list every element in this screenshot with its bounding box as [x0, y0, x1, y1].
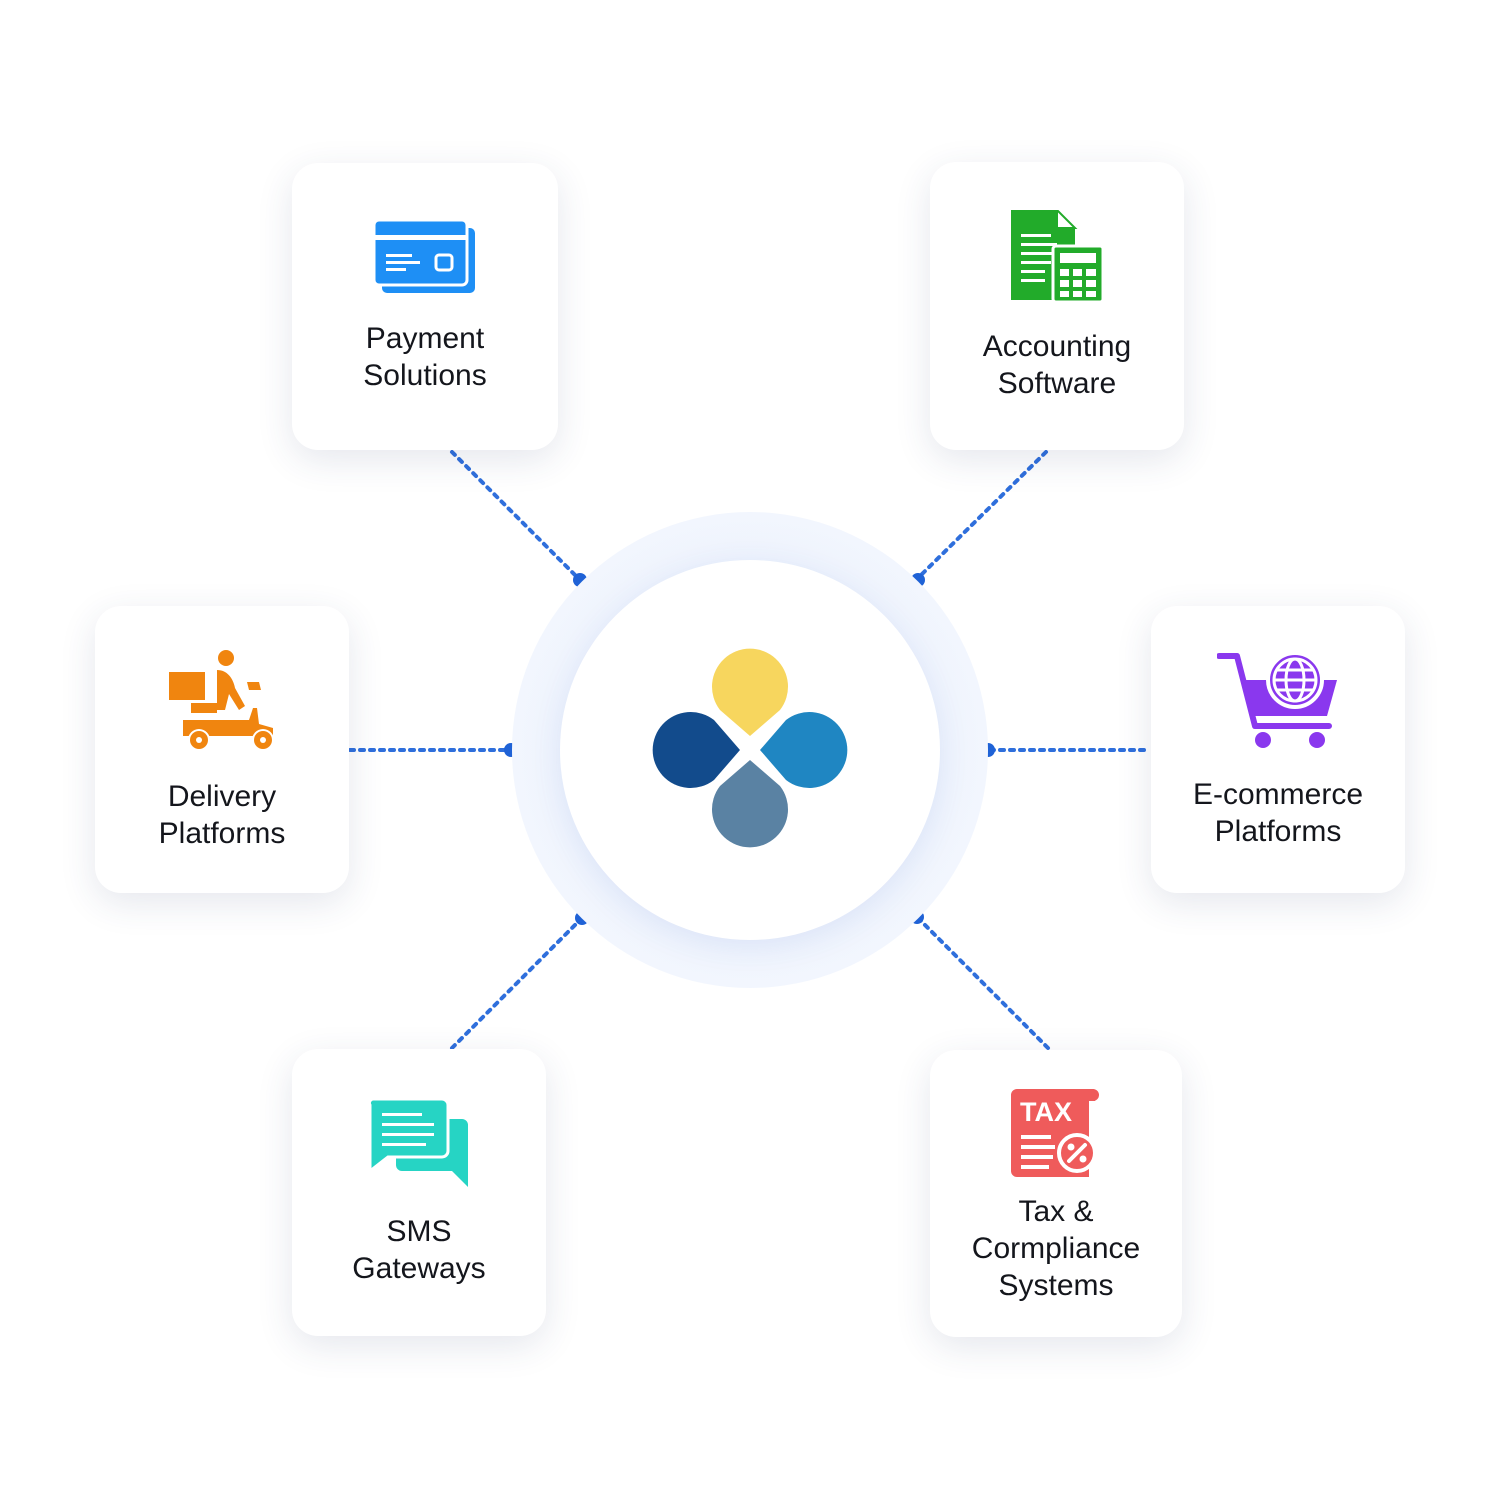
logo-petal-left	[652, 712, 740, 788]
delivery-scooter-icon	[169, 649, 274, 751]
label-line-1: Payment	[365, 321, 485, 355]
card-label: SMS Gateways	[352, 1213, 485, 1287]
label-line-1: SMS	[386, 1214, 452, 1248]
card-payment-solutions[interactable]: Payment Solutions	[292, 163, 558, 450]
central-hub	[560, 560, 940, 940]
connector-tax	[916, 916, 1050, 1050]
card-accounting-software[interactable]: Accounting Software	[930, 162, 1184, 450]
four-petal-logo-icon	[652, 648, 848, 848]
tax-document-icon: TAX	[1011, 1089, 1099, 1177]
label-line-2: Solutions	[363, 358, 487, 392]
label-line-2: Platforms	[1214, 814, 1342, 848]
tax-badge-text: TAX	[1020, 1097, 1072, 1127]
chat-bubbles-icon	[370, 1098, 468, 1187]
logo-petal-right	[760, 712, 848, 788]
label-line-1: Accounting	[982, 330, 1132, 363]
card-label: Tax & Cormpliance Systems	[972, 1193, 1140, 1304]
label-line-3: Systems	[998, 1269, 1114, 1302]
label-line-2: Software	[997, 367, 1117, 400]
label-line-2: Platforms	[158, 816, 286, 850]
card-sms-gateways[interactable]: SMS Gateways	[292, 1049, 546, 1336]
shopping-cart-globe-icon	[1217, 650, 1337, 748]
card-label: Payment Solutions	[363, 320, 486, 394]
connector-payment	[450, 450, 580, 580]
label-line-1: E-commerce	[1192, 777, 1364, 811]
card-ecommerce-platforms[interactable]: E-commerce Platforms	[1151, 606, 1405, 893]
credit-card-icon	[374, 219, 475, 293]
card-label: Accounting Software	[983, 328, 1131, 402]
logo-petal-bottom	[712, 760, 788, 848]
card-delivery-platforms[interactable]: Delivery Platforms	[95, 606, 349, 893]
connector-sms	[450, 916, 584, 1050]
label-line-1: Delivery	[167, 779, 277, 813]
label-line-1: Tax &	[1018, 1195, 1094, 1228]
card-label: E-commerce Platforms	[1193, 776, 1363, 850]
label-line-2: Cormpliance	[971, 1232, 1141, 1265]
card-label: Delivery Platforms	[159, 778, 286, 852]
card-tax-compliance[interactable]: TAX Tax & Cormpliance Systems	[930, 1050, 1182, 1337]
connector-accounting	[916, 450, 1048, 580]
label-line-2: Gateways	[352, 1251, 486, 1285]
document-calculator-icon	[1011, 210, 1103, 302]
logo-petal-top	[712, 648, 788, 736]
